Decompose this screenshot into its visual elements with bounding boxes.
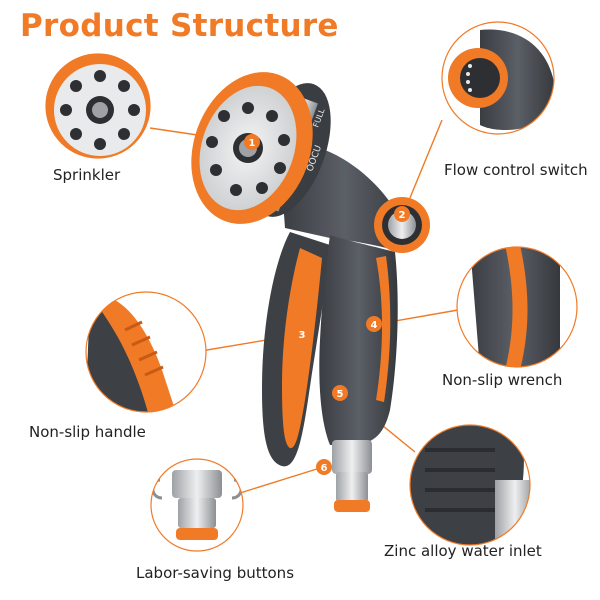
- label-non-slip-wrench: Non-slip wrench: [442, 371, 563, 389]
- svg-text:1: 1: [249, 138, 256, 149]
- zoom-circle-flow-switch: [441, 21, 555, 135]
- svg-text:5: 5: [337, 389, 344, 400]
- zoom-circle-wrench: [456, 246, 578, 368]
- label-zinc-alloy-water-inlet: Zinc alloy water inlet: [384, 542, 542, 560]
- badge-3: 3: [294, 326, 310, 342]
- leader-line-2: [404, 119, 443, 211]
- svg-text:6: 6: [321, 463, 328, 474]
- hose-nozzle: OOCU FULL: [191, 72, 430, 512]
- badge-4: 4: [366, 316, 382, 332]
- zoom-circle-water-inlet: [409, 424, 531, 546]
- number-badges: 1 2 3 4 5 6: [244, 134, 410, 475]
- water-inlet: [332, 440, 372, 474]
- nozzle-head: OOCU FULL: [191, 72, 331, 224]
- svg-text:4: 4: [371, 320, 378, 331]
- badge-2: 2: [394, 206, 410, 222]
- label-labor-saving-buttons: Labor-saving buttons: [136, 564, 295, 582]
- zoom-circle-handle: [85, 291, 207, 413]
- label-non-slip-handle: Non-slip handle: [29, 423, 146, 441]
- zoom-circle-sprinkler: [45, 53, 151, 159]
- badge-5: 5: [332, 385, 348, 401]
- leader-line-6: [239, 467, 321, 494]
- zoom-circle-buttons: [150, 458, 244, 552]
- svg-text:2: 2: [399, 210, 406, 221]
- barrel-orange-strip: [376, 256, 391, 402]
- label-sprinkler: Sprinkler: [53, 166, 121, 184]
- badge-1: 1: [244, 134, 260, 150]
- leader-lines: [149, 119, 459, 494]
- svg-text:3: 3: [299, 330, 306, 341]
- label-flow-control-switch: Flow control switch: [444, 161, 588, 179]
- handle-orange-strip: [282, 248, 322, 449]
- badge-6: 6: [316, 459, 332, 475]
- page-title: Product Structure: [20, 8, 339, 44]
